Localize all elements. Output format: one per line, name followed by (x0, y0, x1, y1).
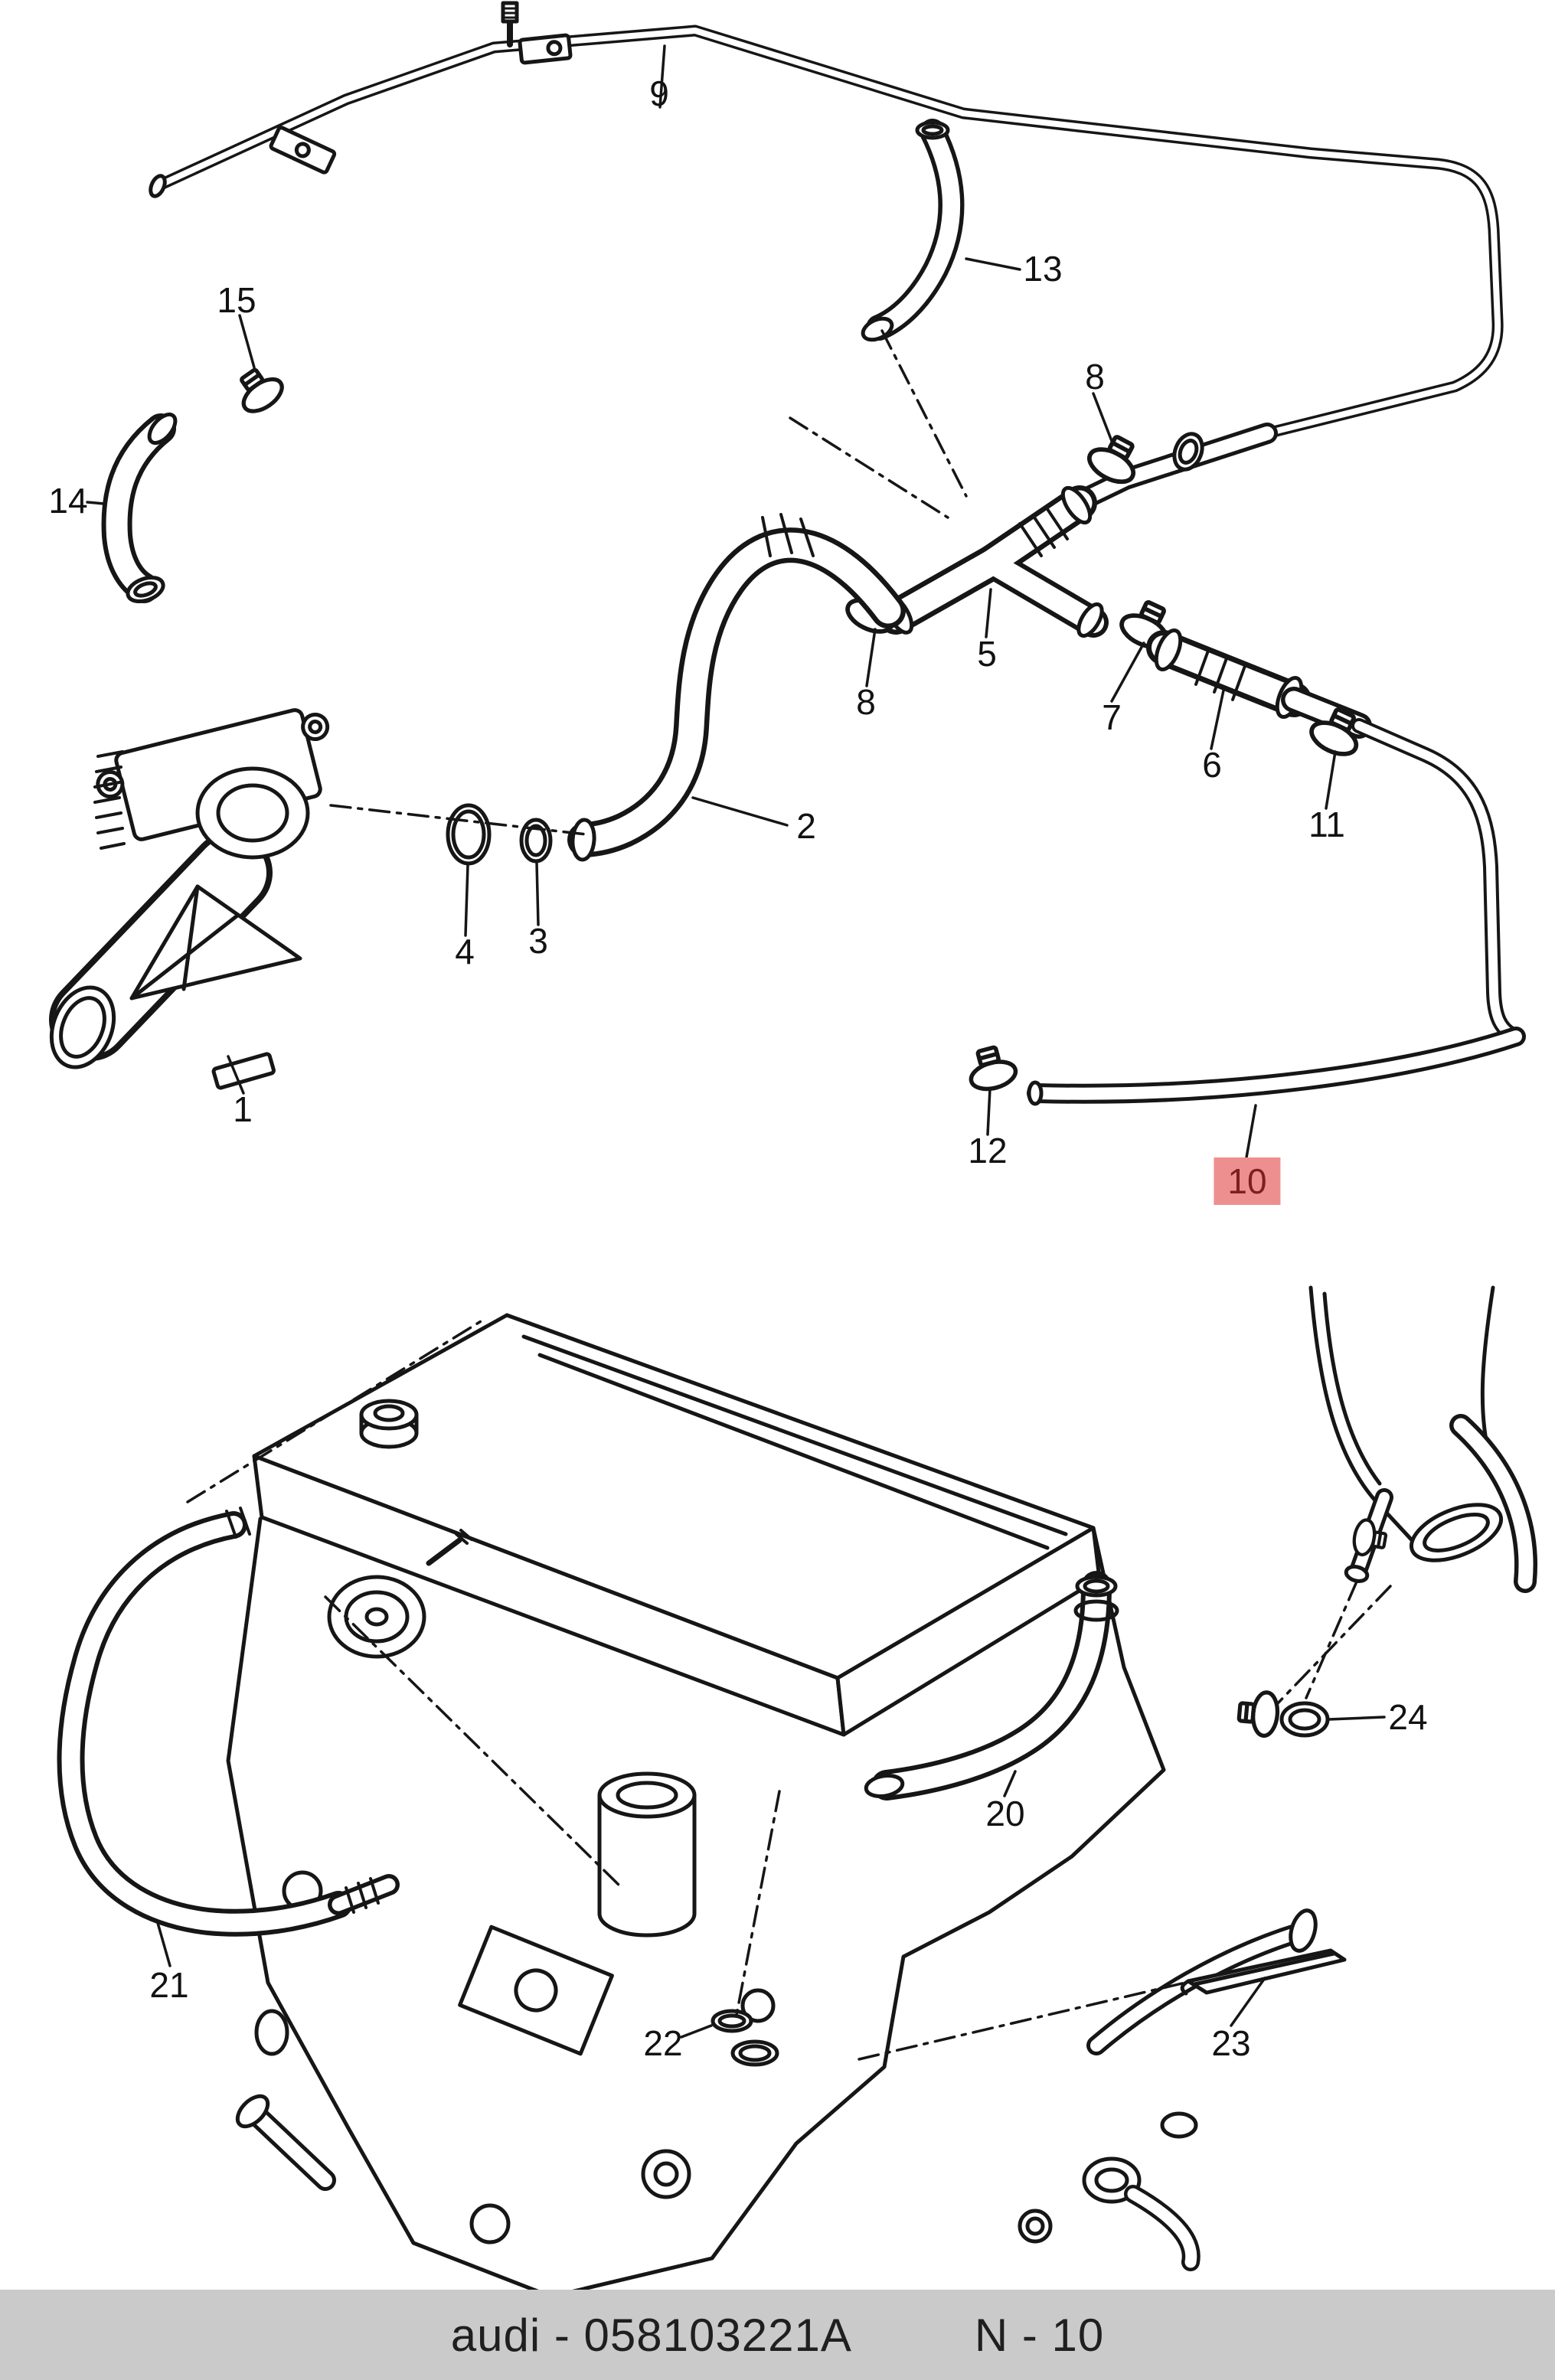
callout-24[interactable]: 24 (1388, 1697, 1428, 1737)
callout-1[interactable]: 1 (233, 1089, 253, 1129)
callout-21[interactable]: 21 (149, 1965, 189, 2005)
ring-24 (1279, 1701, 1330, 1738)
callout-14[interactable]: 14 (48, 481, 88, 521)
hose-2 (567, 513, 906, 862)
construction-lines (186, 329, 1392, 2061)
hose-21 (57, 1507, 400, 1937)
ring-3 (519, 818, 553, 864)
clamp-24 (1238, 1690, 1279, 1737)
clamp-15 (230, 362, 288, 418)
callout-13[interactable]: 13 (1023, 249, 1063, 289)
callout-5[interactable]: 5 (977, 634, 997, 674)
seals-22 (711, 2009, 779, 2067)
pipe-bracket (518, 33, 573, 65)
pipe-bracket (269, 126, 337, 175)
hose-10 (1027, 1027, 1526, 1106)
callout-12[interactable]: 12 (968, 1131, 1008, 1170)
funnel-part (1308, 1285, 1537, 1593)
leader-lines (86, 44, 1386, 2039)
callout-2[interactable]: 2 (796, 806, 816, 846)
callout-4[interactable]: 4 (455, 932, 475, 971)
footer-page-ref: N - 10 (974, 2309, 1105, 2361)
clamp-12 (965, 1043, 1019, 1093)
callout-3[interactable]: 3 (528, 921, 548, 961)
callout-11[interactable]: 11 (1308, 805, 1345, 844)
seal-4 (446, 803, 492, 866)
pipe-9 (149, 1, 1504, 439)
separator-1 (49, 708, 330, 1090)
callout-9[interactable]: 9 (649, 73, 669, 113)
callout-6[interactable]: 6 (1202, 745, 1222, 785)
callout-20[interactable]: 20 (985, 1794, 1025, 1833)
tee-5 (878, 485, 1109, 638)
hose-13 (861, 119, 965, 342)
footer-bar: audi - 058103221A N - 10 (0, 2290, 1555, 2380)
hose-14 (101, 412, 178, 604)
connector-6 (1146, 628, 1312, 720)
callout-22[interactable]: 22 (643, 2023, 683, 2063)
footer-part-number: audi - 058103221A (450, 2309, 852, 2361)
callout-15[interactable]: 15 (217, 280, 256, 320)
bracket-23 (1180, 1948, 1347, 1996)
callout-10[interactable]: 10 (1214, 1157, 1281, 1205)
callout-23[interactable]: 23 (1211, 2023, 1251, 2063)
callout-7[interactable]: 7 (1102, 697, 1122, 737)
callout-8[interactable]: 8 (856, 682, 876, 722)
hose-20 (864, 1571, 1119, 1801)
pipe-right (1351, 718, 1521, 1043)
callout-8[interactable]: 8 (1085, 357, 1105, 397)
